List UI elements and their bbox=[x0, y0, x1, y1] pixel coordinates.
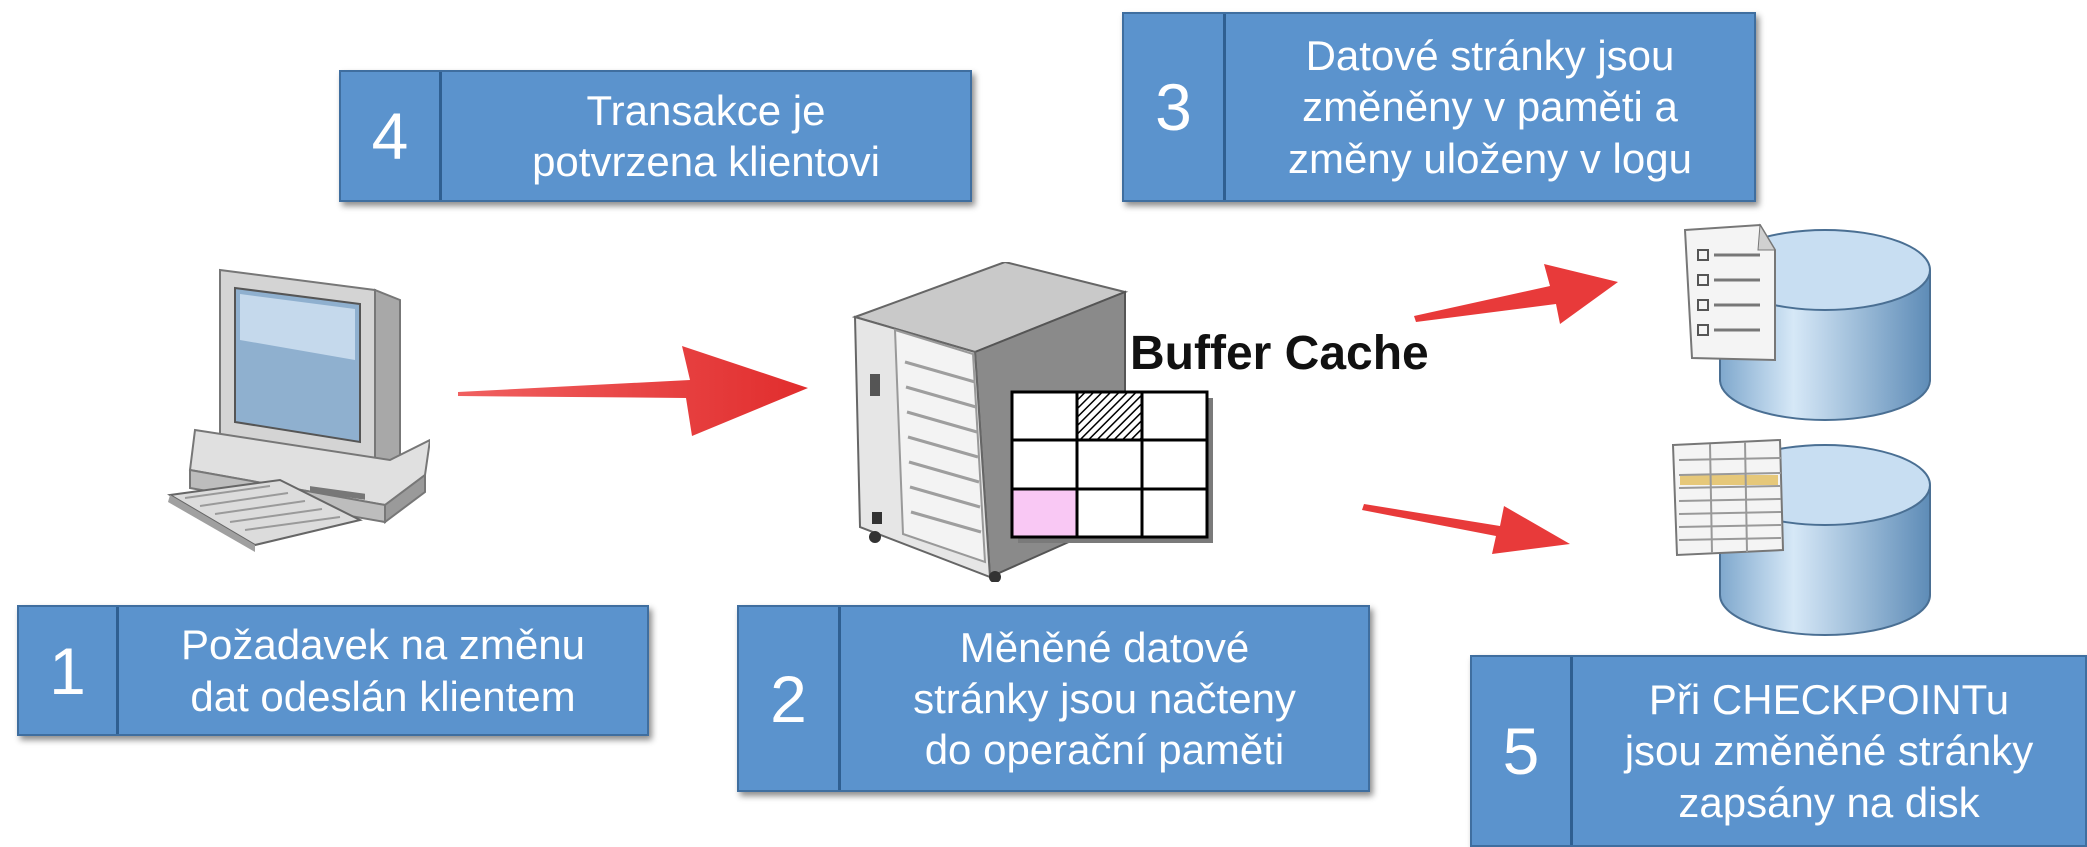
step-3-text: Datové stránky jsou změněny v paměti a z… bbox=[1288, 32, 1692, 182]
client-computer-icon bbox=[167, 268, 430, 552]
step-5-box: 5 Při CHECKPOINTu jsou změněné stránky z… bbox=[1470, 655, 2087, 847]
step-1-number: 1 bbox=[19, 607, 119, 734]
step-3-number: 3 bbox=[1124, 14, 1226, 200]
buffer-cache-grid bbox=[1010, 390, 1213, 543]
arrow-to-data-disk bbox=[1362, 504, 1570, 554]
arrow-client-to-server bbox=[458, 346, 808, 436]
step-4-text: Transakce je potvrzena klientovi bbox=[532, 86, 880, 185]
step-2-box: 2 Měněné datové stránky jsou načteny do … bbox=[737, 605, 1370, 792]
step-1-box: 1 Požadavek na změnu dat odeslán kliente… bbox=[17, 605, 649, 736]
step-5-number: 5 bbox=[1472, 657, 1573, 845]
step-2-number: 2 bbox=[739, 607, 841, 790]
step-2-text: Měněné datové stránky jsou načteny do op… bbox=[913, 623, 1296, 774]
data-disk-icon bbox=[1671, 438, 1931, 636]
step-4-number: 4 bbox=[341, 72, 442, 200]
step-3-box: 3 Datové stránky jsou změněny v paměti a… bbox=[1122, 12, 1756, 202]
arrow-to-log-disk bbox=[1414, 264, 1618, 324]
step-5-text: Při CHECKPOINTu jsou změněné stránky zap… bbox=[1624, 676, 2034, 826]
step-1-text: Požadavek na změnu dat odeslán klientem bbox=[181, 621, 585, 720]
buffer-cache-label: Buffer Cache bbox=[1130, 327, 1429, 380]
log-disk-icon bbox=[1683, 223, 1931, 421]
step-4-box: 4 Transakce je potvrzena klientovi bbox=[339, 70, 972, 202]
